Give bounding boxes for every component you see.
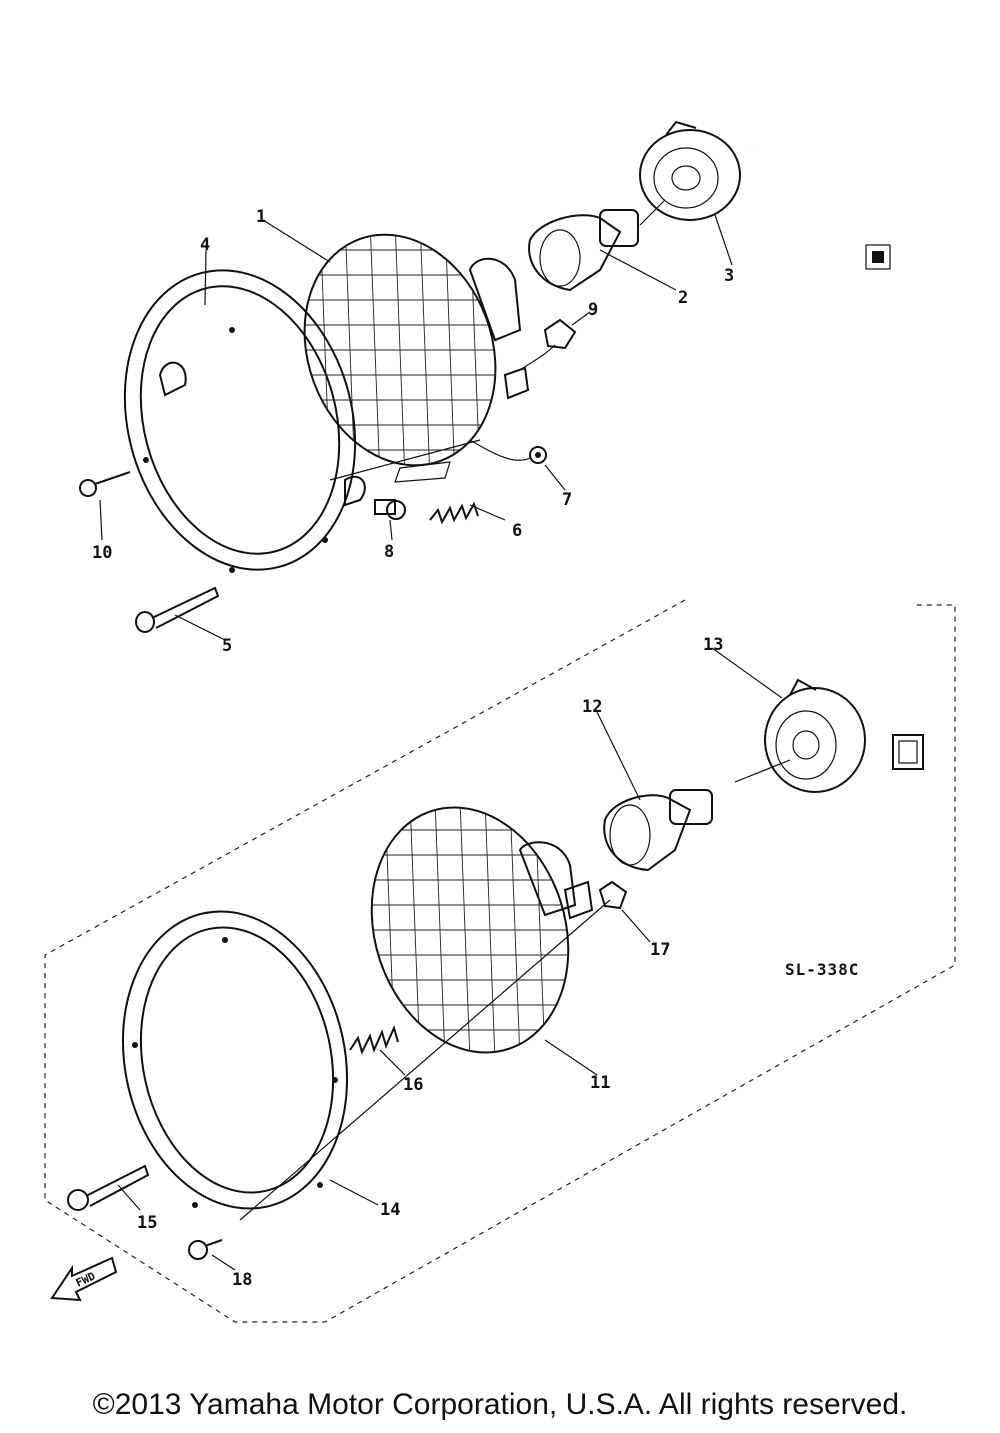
leader-14 — [329, 1179, 379, 1206]
callout-7: 7 — [562, 490, 572, 510]
callout-13: 13 — [703, 635, 723, 655]
spring-part-16 — [349, 1025, 406, 1076]
callout-9: 9 — [588, 300, 598, 320]
copyright-notice: ©2013 Yamaha Motor Corporation, U.S.A. A… — [92, 1388, 908, 1421]
callout-3: 3 — [724, 266, 734, 286]
leader-13 — [711, 647, 783, 699]
leader-2 — [599, 249, 677, 291]
wire-harness — [750, 85, 900, 270]
forward-arrow-icon: FWD — [50, 1256, 118, 1302]
callout-16: 16 — [403, 1075, 423, 1095]
drawing-code: SL-338C — [785, 960, 859, 979]
leader-1 — [262, 219, 331, 263]
callout-15: 15 — [137, 1213, 157, 1233]
leader-11 — [544, 1039, 598, 1076]
callout-5: 5 — [222, 636, 232, 656]
callout-10: 10 — [92, 543, 112, 563]
long-screw-part-5 — [135, 586, 226, 641]
leader-12 — [596, 711, 641, 801]
callout-1: 1 — [256, 207, 266, 227]
leader-3 — [714, 214, 733, 266]
leader-4 — [204, 249, 207, 306]
spring-part-6 — [394, 461, 506, 525]
headlight-lens-part-11 — [360, 799, 594, 1061]
forward-arrow-label: FWD — [74, 1269, 98, 1289]
bulb-part-2 — [528, 209, 639, 292]
long-screw-part-15 — [67, 1164, 150, 1211]
alternate-assembly-box — [44, 599, 956, 1323]
headlight-rim-part-14 — [121, 910, 349, 1210]
callout-18: 18 — [232, 1270, 252, 1290]
screw-part-18 — [188, 1239, 236, 1271]
socket-part-13 — [764, 678, 924, 793]
screw-part-10 — [79, 471, 131, 541]
callout-2: 2 — [678, 288, 688, 308]
callout-4: 4 — [200, 235, 210, 255]
clip-part-9 — [519, 311, 591, 371]
headlight-lens-part-1 — [300, 219, 530, 481]
bulb-part-12 — [603, 789, 713, 872]
callout-6: 6 — [512, 521, 522, 541]
callout-14: 14 — [380, 1200, 400, 1220]
nut-part-17 — [598, 880, 651, 943]
exploded-parts-diagram: 1 2 3 4 5 6 7 8 9 10 — [44, 85, 956, 1323]
socket-part-3 — [639, 120, 741, 221]
callout-8: 8 — [384, 542, 394, 562]
headlight-rim-part-4 — [123, 269, 366, 573]
screw-part-8 — [374, 499, 406, 541]
callout-12: 12 — [582, 697, 602, 717]
nut-part-7 — [469, 439, 566, 491]
callout-11: 11 — [590, 1073, 610, 1093]
callout-17: 17 — [650, 940, 670, 960]
